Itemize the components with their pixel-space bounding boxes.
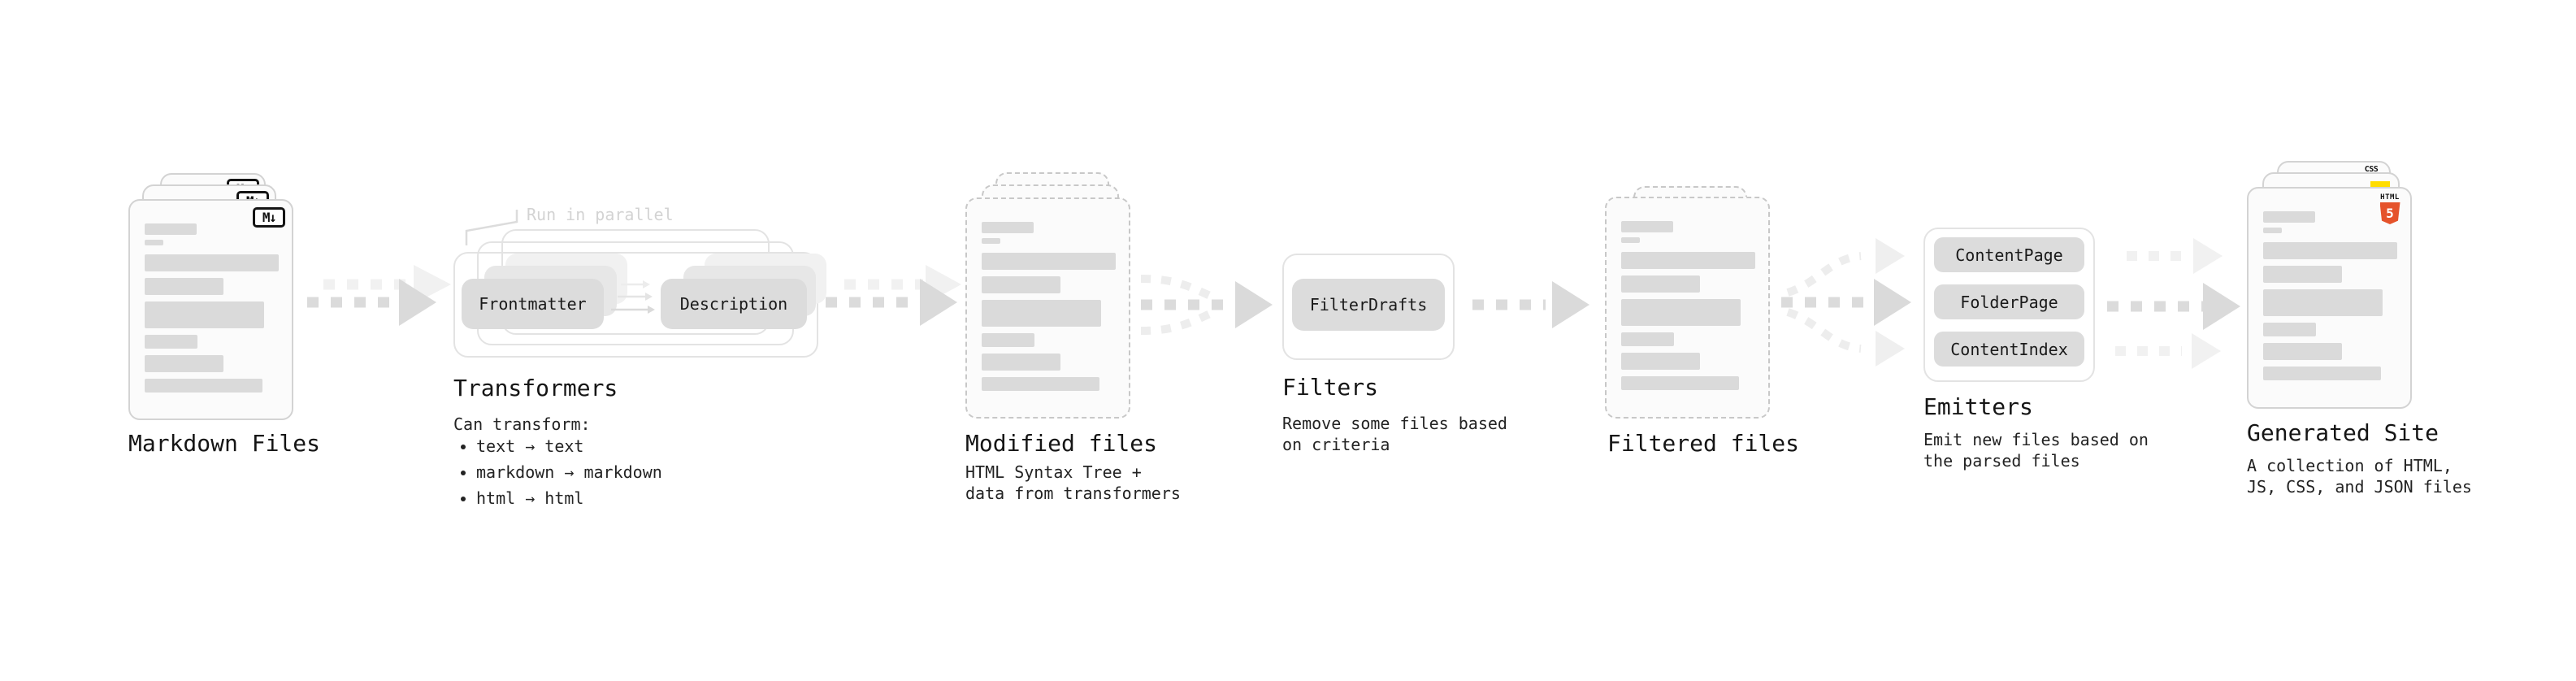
text-line [1621,353,1700,370]
stage-title-filtered-files: Filtered files [1607,430,1800,457]
text-line [1621,332,1674,346]
text-line [2263,367,2381,380]
emitters-description: Emit new files based on the parsed files [1923,430,2149,471]
text-line [2263,323,2316,336]
stage-title-filters: Filters [1282,374,1379,401]
stage-title-markdown-files: Markdown Files [128,430,321,457]
text-line [2263,266,2342,283]
text-line [145,301,264,328]
transformer-node-description: Description [661,279,807,329]
html5-shield: 5 [2379,202,2400,224]
arrow-filters-to-filtered [1472,281,1589,328]
text-line [145,355,223,372]
callout-leader-line [465,210,518,245]
document-card-front: M↓ [128,199,293,420]
document-card-front: HTML 5 [2247,187,2412,409]
modified-files-description: HTML Syntax Tree + data from transformer… [965,462,1181,503]
document-card-front [965,197,1130,419]
arrow-filtered-to-emitters [1781,238,1911,367]
filter-node-filterdrafts: FilterDrafts [1292,279,1445,331]
transformer-node-frontmatter: Frontmatter [462,279,604,329]
transformers-box-front [453,252,818,358]
stage-generated-site: CSS HTML 5 [2247,161,2418,413]
arrow-transformers-to-modified [826,265,961,326]
text-line [982,354,1060,371]
text-line [1621,252,1755,269]
text-line [145,254,279,271]
text-line [1621,237,1640,243]
text-line [145,335,197,349]
html5-logo-label: HTML [2380,193,2400,202]
arrow-modified-to-filters [1140,275,1273,335]
stage-markdown-files: M↓ M↓ M↓ [128,173,299,425]
text-line [982,238,1000,244]
text-line [145,379,262,393]
document-card-front [1605,197,1770,419]
text-line [982,333,1034,347]
stage-modified-files [965,172,1136,424]
transformers-capability-list: text → text markdown → markdown html → h… [455,436,662,514]
html5-shield-number: 5 [2386,206,2394,221]
text-line [982,276,1060,293]
text-line [145,278,223,295]
document-content-lines [982,222,1116,391]
text-line [1621,221,1673,232]
filters-description: Remove some files based on criteria [1282,414,1507,454]
list-item: html → html [476,488,662,509]
emitter-node-contentindex: ContentIndex [1934,332,2084,367]
stage-title-generated-site: Generated Site [2247,419,2439,446]
stage-title-modified-files: Modified files [965,430,1158,457]
stage-filtered-files [1605,186,1776,430]
text-line [1621,299,1741,326]
document-content-lines [145,223,279,393]
text-line [982,253,1116,270]
text-line [145,223,197,235]
document-content-lines [1621,221,1755,390]
stage-title-transformers: Transformers [453,375,618,401]
text-line [2263,242,2397,259]
text-line [982,300,1101,327]
generated-site-description: A collection of HTML, JS, CSS, and JSON … [2247,456,2472,497]
transformers-subtitle: Can transform: [453,414,591,434]
text-line [145,240,163,245]
text-line [2263,343,2342,360]
css-badge-label: CSS [2364,165,2379,174]
text-line [1621,275,1700,293]
text-line [2263,211,2315,223]
text-line [982,377,1099,391]
text-line [2263,228,2282,233]
stage-title-emitters: Emitters [1923,393,2033,420]
html5-logo-icon: HTML 5 [2379,193,2401,224]
text-line [982,222,1034,233]
list-item: markdown → markdown [476,462,662,483]
text-line [2263,289,2383,316]
run-in-parallel-callout: Run in parallel [527,205,674,224]
emitter-node-contentpage: ContentPage [1934,237,2084,272]
parallel-arrows-icon [611,280,655,314]
document-content-lines [2263,211,2397,380]
emitter-node-folderpage: FolderPage [1934,284,2084,319]
text-line [1621,376,1739,390]
list-item: text → text [476,436,662,457]
markdown-badge-icon: M↓ [253,207,285,228]
arrows-emitters-to-generated [2107,238,2240,369]
arrow-markdown-to-transformers [307,265,451,326]
